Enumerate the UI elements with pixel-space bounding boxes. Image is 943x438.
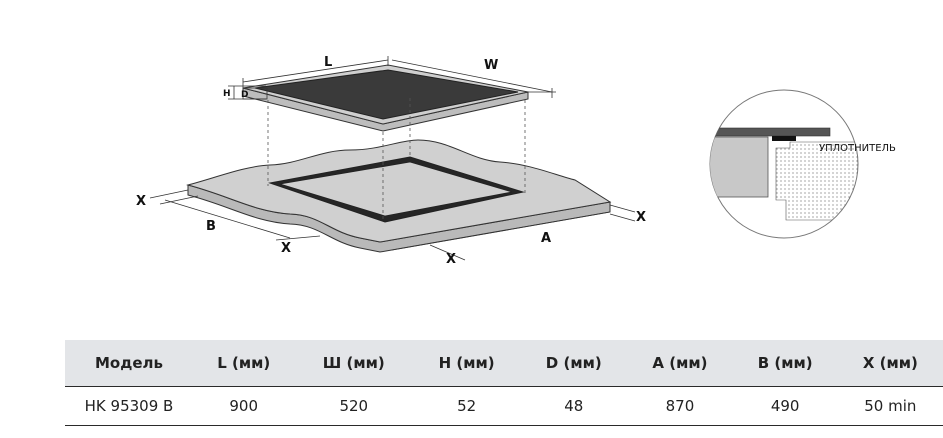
cell-model: HK 95309 B xyxy=(65,386,193,426)
table-header-row: Модель L (мм) Ш (мм) H (мм) D (мм) A (мм… xyxy=(65,340,943,387)
dimension-lines xyxy=(149,56,636,261)
cell-d: 48 xyxy=(520,386,628,426)
label-x-bottom: X xyxy=(446,252,456,267)
table-row: HK 95309 B 900 520 52 48 870 490 50 min xyxy=(65,386,943,426)
header-d: D (мм) xyxy=(545,354,602,372)
label-x-right: X xyxy=(636,210,646,225)
header-b: B (мм) xyxy=(757,354,813,372)
label-width: W xyxy=(484,58,498,73)
header-a: A (мм) xyxy=(652,354,708,372)
header-l: L (мм) xyxy=(217,354,271,372)
label-a: A xyxy=(541,231,551,246)
cell-b: 490 xyxy=(732,386,838,426)
seal-detail xyxy=(709,89,859,239)
label-height: H xyxy=(223,89,231,99)
cell-x: 50 min xyxy=(837,386,943,426)
header-model: Модель xyxy=(95,354,163,372)
label-depth: D xyxy=(241,90,248,100)
header-x: X (мм) xyxy=(862,354,918,372)
cell-a: 870 xyxy=(627,386,733,426)
label-x-front: X xyxy=(281,241,291,256)
header-h: H (мм) xyxy=(438,354,495,372)
label-b: B xyxy=(206,219,216,234)
label-x-left: X xyxy=(136,194,146,209)
installation-diagram: L W H D X B X X A X УПЛОТНИТЕЛЬ xyxy=(136,55,896,267)
label-length: L xyxy=(324,55,332,70)
spec-table: Модель L (мм) Ш (мм) H (мм) D (мм) A (мм… xyxy=(65,340,943,426)
header-w: Ш (мм) xyxy=(322,354,385,372)
cell-h: 52 xyxy=(413,386,521,426)
worktop xyxy=(186,139,612,253)
cell-w: 520 xyxy=(294,386,414,426)
projection-lines xyxy=(267,98,526,222)
hob xyxy=(242,64,529,132)
cell-l: 900 xyxy=(193,386,295,426)
label-seal: УПЛОТНИТЕЛЬ xyxy=(819,143,896,154)
